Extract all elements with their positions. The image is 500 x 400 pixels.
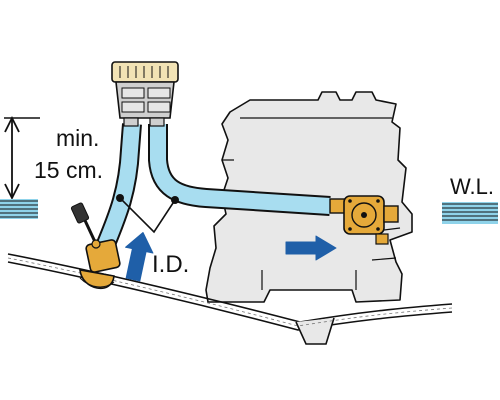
arrow-up-icon (125, 232, 154, 282)
seacock-valve (70, 202, 121, 290)
inner-diameter-label: I.D. (152, 251, 189, 278)
boat-hull (7, 253, 453, 345)
waterline-left (0, 199, 38, 219)
water-strainer (111, 61, 179, 127)
double-arrow-vertical-icon (4, 115, 40, 201)
min-label: min. (56, 125, 99, 151)
arrow-right-icon (285, 235, 337, 261)
outlet-hose (148, 124, 331, 216)
min-height-label: 15 cm. (34, 157, 103, 183)
waterline-right (442, 202, 498, 224)
intake-hose (96, 123, 142, 248)
waterline-label: W.L. (450, 174, 494, 199)
raw-water-pump (329, 195, 399, 245)
id-leader-lines (116, 194, 179, 234)
seacock-handle (70, 202, 101, 249)
